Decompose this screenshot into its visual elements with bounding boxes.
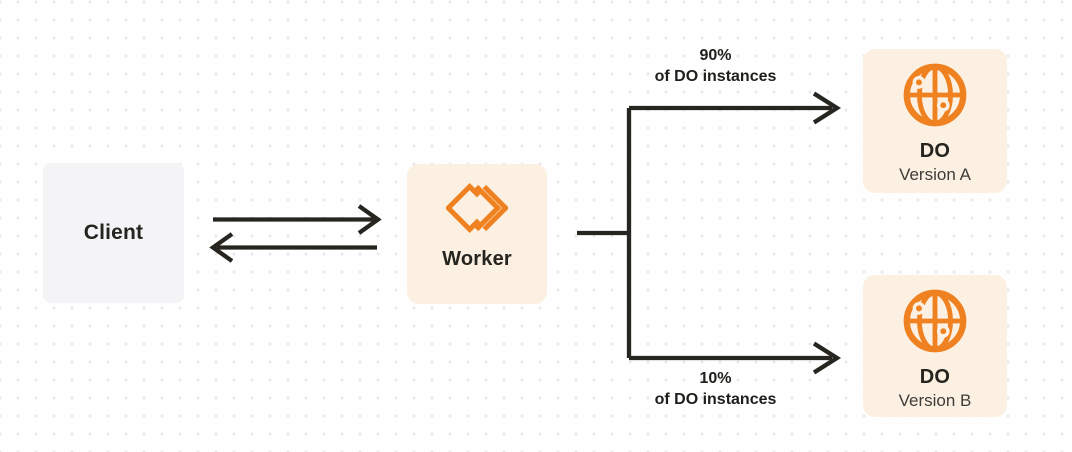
worker-label: Worker [442,248,512,270]
traffic-split-10-label: 10% of DO instances [613,368,818,410]
globe-icon [903,289,967,353]
traffic-split-90-line1: 90% [699,47,732,64]
do-b-title: DO [919,366,951,388]
traffic-split-10-line2: of DO instances [654,391,777,408]
do-version-a-node: DO Version A [863,49,1007,193]
arrowhead-do-version-a [812,91,842,125]
client-label: Client [83,221,144,244]
do-a-title: DO [919,140,951,162]
do-a-subtitle: Version A [899,165,971,184]
worker-node: Worker [407,164,547,304]
arrow-client-to-worker [213,204,382,235]
branch-connector [577,105,832,361]
traffic-split-10-line1: 10% [699,370,732,387]
traffic-split-90-label: 90% of DO instances [613,45,818,87]
arrow-worker-to-client [209,232,377,263]
workers-chevron-icon [446,183,508,233]
traffic-split-90-line2: of DO instances [654,68,777,85]
globe-icon [903,63,967,127]
do-version-b-node: DO Version B [863,275,1007,417]
client-node: Client [43,163,184,303]
do-b-subtitle: Version B [898,391,972,410]
